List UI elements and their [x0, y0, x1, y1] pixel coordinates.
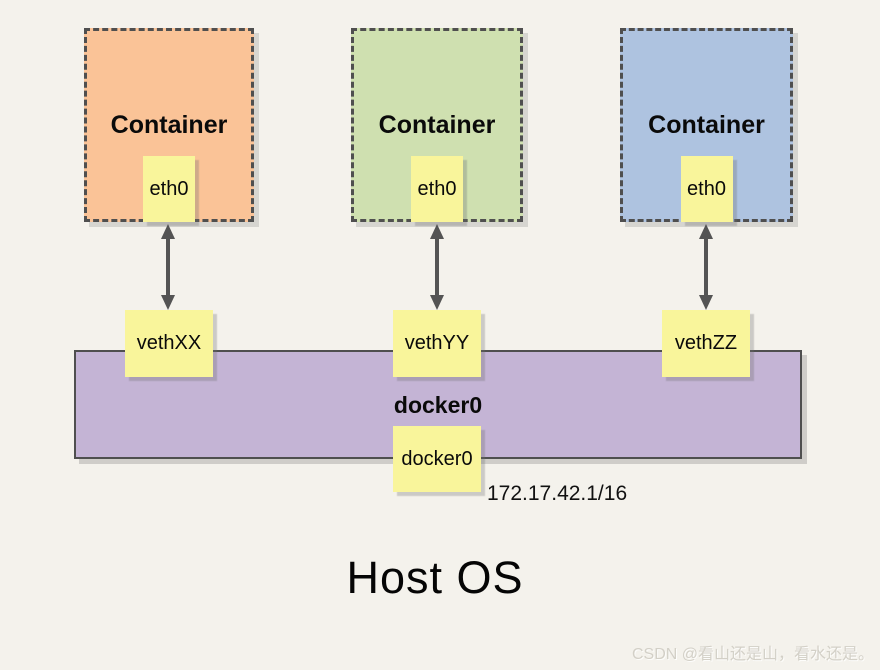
- vethZZ-interface-box: vethZZ: [662, 310, 750, 377]
- vethYY-label: vethYY: [404, 332, 470, 354]
- eth0-label: eth0: [417, 177, 457, 200]
- docker0-interface-box: docker0: [393, 426, 481, 492]
- eth0-interface-box-3: eth0: [680, 156, 733, 222]
- container-label: Container: [378, 111, 496, 139]
- double-arrow-icon: [430, 224, 444, 310]
- container-label: Container: [110, 111, 228, 139]
- eth0-interface-box-2: eth0: [411, 156, 463, 222]
- eth0-label: eth0: [149, 177, 189, 200]
- vethXX-label: vethXX: [136, 332, 202, 354]
- docker0-interface-label: docker0: [401, 447, 473, 470]
- eth0-interface-box-1: eth0: [143, 156, 195, 222]
- vethYY-interface-box: vethYY: [393, 310, 481, 377]
- vethXX-interface-box: vethXX: [125, 310, 213, 377]
- container-box-3: Container eth0: [620, 28, 793, 222]
- host-os-label: Host OS: [346, 552, 524, 603]
- csdn-watermark: CSDN @看山还是山，看水还是。: [631, 646, 874, 663]
- container-box-1: Container eth0: [84, 28, 254, 222]
- vethZZ-label: vethZZ: [674, 332, 738, 354]
- container-box-2: Container eth0: [351, 28, 523, 222]
- double-arrow-icon: [699, 224, 713, 310]
- eth0-label: eth0: [687, 177, 726, 200]
- docker0-bridge-label: docker0: [393, 392, 483, 418]
- bridge-ip-label: 172.17.42.1/16: [487, 482, 628, 505]
- double-arrow-icon: [161, 224, 175, 310]
- container-label: Container: [648, 111, 765, 139]
